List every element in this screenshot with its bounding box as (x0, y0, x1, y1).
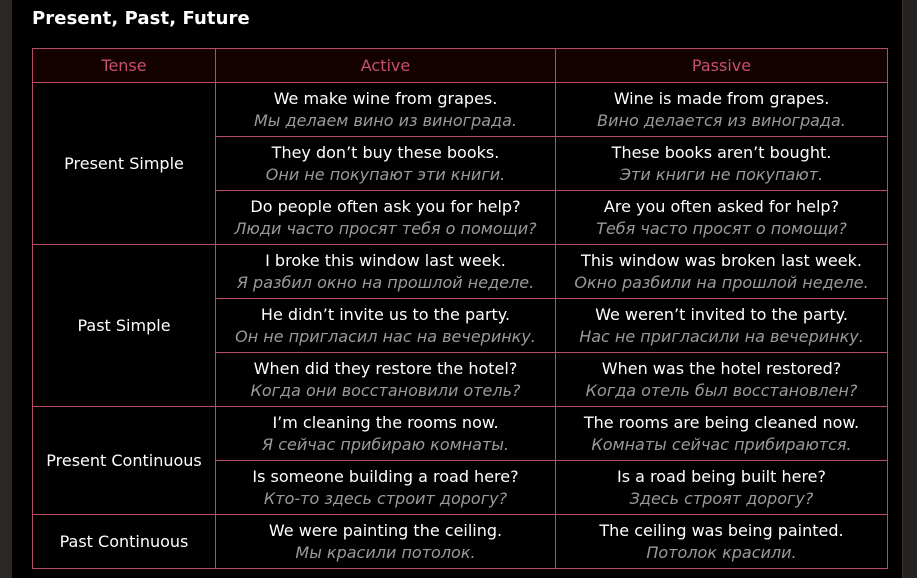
header-tense: Tense (32, 48, 216, 83)
active-english-sentence: I broke this window last week. (265, 250, 506, 270)
active-example-cell: Do people often ask you for help?Люди ча… (215, 190, 556, 245)
passive-russian-translation: Эти книги не покупают. (619, 164, 824, 184)
table-row: Do people often ask you for help?Люди ча… (33, 190, 888, 245)
active-example-cell: I’m cleaning the rooms now.Я сейчас приб… (215, 406, 556, 461)
table-row: He didn’t invite us to the party.Он не п… (33, 298, 888, 353)
passive-english-sentence: Is a road being built here? (616, 466, 826, 486)
passive-russian-translation: Комнаты сейчас прибираются. (591, 434, 852, 454)
active-example-cell: He didn’t invite us to the party.Он не п… (215, 298, 556, 353)
active-english-sentence: I’m cleaning the rooms now. (272, 412, 499, 432)
active-russian-translation: Когда они восстановили отель? (250, 380, 521, 400)
passive-russian-translation: Окно разбили на прошлой неделе. (574, 272, 869, 292)
passive-english-sentence: This window was broken last week. (581, 250, 862, 270)
table-row: Is someone building a road here?Кто-то з… (33, 460, 888, 515)
passive-example-cell: Is a road being built here?Здесь строят … (555, 460, 888, 515)
active-example-cell: They don’t buy these books.Они не покупа… (215, 136, 556, 191)
active-example-cell: I broke this window last week.Я разбил о… (215, 244, 556, 299)
active-example-cell: Is someone building a road here?Кто-то з… (215, 460, 556, 515)
scrollbar-track[interactable] (902, 0, 917, 578)
passive-english-sentence: The ceiling was being painted. (599, 520, 844, 540)
tense-name-cell: Past Continuous (32, 514, 216, 569)
active-english-sentence: Is someone building a road here? (252, 466, 519, 486)
passive-example-cell: We weren’t invited to the party.Нас не п… (555, 298, 888, 353)
content-panel: Present, Past, Future Tense Active Passi… (12, 0, 902, 578)
passive-russian-translation: Когда отель был восстановлен? (585, 380, 858, 400)
active-example-cell: When did they restore the hotel?Когда он… (215, 352, 556, 407)
active-english-sentence: We were painting the ceiling. (268, 520, 503, 540)
active-english-sentence: They don’t buy these books. (271, 142, 500, 162)
header-passive: Passive (555, 48, 888, 83)
table-header-row: Tense Active Passive (32, 48, 888, 83)
active-russian-translation: Мы красили потолок. (295, 542, 476, 562)
passive-example-cell: The ceiling was being painted.Потолок кр… (555, 514, 888, 569)
passive-russian-translation: Вино делается из винограда. (597, 110, 846, 130)
active-english-sentence: He didn’t invite us to the party. (260, 304, 511, 324)
passive-english-sentence: The rooms are being cleaned now. (583, 412, 860, 432)
passive-english-sentence: We weren’t invited to the party. (595, 304, 848, 324)
page-title: Present, Past, Future (32, 8, 250, 29)
passive-russian-translation: Потолок красили. (646, 542, 797, 562)
active-russian-translation: Я разбил окно на прошлой неделе. (236, 272, 535, 292)
passive-english-sentence: Are you often asked for help? (603, 196, 840, 216)
active-english-sentence: Do people often ask you for help? (250, 196, 521, 216)
passive-russian-translation: Нас не пригласили на вечеринку. (579, 326, 864, 346)
passive-example-cell: This window was broken last week.Окно ра… (555, 244, 888, 299)
active-russian-translation: Кто-то здесь строит дорогу? (263, 488, 508, 508)
active-english-sentence: When did they restore the hotel? (253, 358, 518, 378)
table-row: They don’t buy these books.Они не покупа… (33, 136, 888, 191)
active-russian-translation: Я сейчас прибираю комнаты. (261, 434, 509, 454)
passive-example-cell: Wine is made from grapes.Вино делается и… (555, 82, 888, 137)
passive-russian-translation: Тебя часто просят о помощи? (596, 218, 847, 238)
passive-example-cell: These books aren’t bought.Эти книги не п… (555, 136, 888, 191)
passive-example-cell: Are you often asked for help?Тебя часто … (555, 190, 888, 245)
active-russian-translation: Он не пригласил нас на вечеринку. (235, 326, 536, 346)
tense-name-cell: Present Continuous (32, 406, 216, 515)
active-russian-translation: Они не покупают эти книги. (265, 164, 506, 184)
active-example-cell: We make wine from grapes.Мы делаем вино … (215, 82, 556, 137)
active-russian-translation: Мы делаем вино из винограда. (253, 110, 517, 130)
tense-name-cell: Present Simple (32, 82, 216, 245)
passive-english-sentence: When was the hotel restored? (601, 358, 842, 378)
active-example-cell: We were painting the ceiling.Мы красили … (215, 514, 556, 569)
passive-example-cell: When was the hotel restored?Когда отель … (555, 352, 888, 407)
active-russian-translation: Люди часто просят тебя о помощи? (234, 218, 537, 238)
passive-english-sentence: Wine is made from grapes. (613, 88, 830, 108)
active-english-sentence: We make wine from grapes. (273, 88, 498, 108)
passive-example-cell: The rooms are being cleaned now.Комнаты … (555, 406, 888, 461)
passive-russian-translation: Здесь строят дорогу? (629, 488, 814, 508)
window-left-frame (0, 0, 12, 578)
header-active: Active (215, 48, 556, 83)
passive-english-sentence: These books aren’t bought. (611, 142, 832, 162)
tense-name-cell: Past Simple (32, 244, 216, 407)
